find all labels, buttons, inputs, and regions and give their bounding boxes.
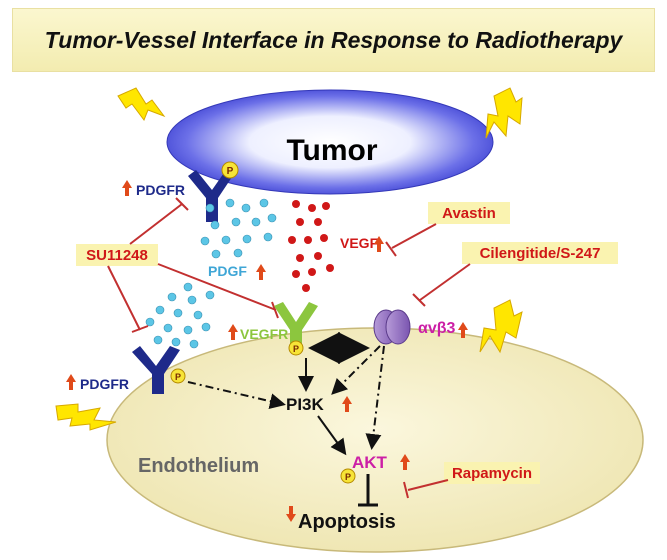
rapamycin-inhibitor: Rapamycin xyxy=(403,462,540,499)
pdgf-ligand-dots-top xyxy=(200,198,277,259)
vegfr-receptor xyxy=(274,302,318,348)
su11248-inhibitor: SU11248 xyxy=(76,197,279,333)
up-arrow-icon xyxy=(374,236,384,252)
up-arrow-icon xyxy=(342,396,352,412)
rapamycin-label: Rapamycin xyxy=(452,465,532,482)
apoptosis-label: Apoptosis xyxy=(298,511,396,533)
pdgf-ligand-dots-bottom xyxy=(145,282,215,349)
vegf-ligand-dots xyxy=(288,200,334,292)
down-arrow-icon xyxy=(286,506,296,522)
pdgfr-top-label: PDGFR xyxy=(136,182,185,198)
vegf-label: VEGF xyxy=(340,235,379,251)
integrin-to-pi3k-arrow xyxy=(331,345,381,395)
pi3k-to-akt-arrow xyxy=(317,415,347,456)
svg-text:P: P xyxy=(293,344,299,354)
phospho-p-icon: P xyxy=(340,468,356,484)
akt-label: AKT xyxy=(352,453,388,472)
avastin-inhibitor: Avastin xyxy=(385,202,510,257)
lightning-bolt-icon xyxy=(479,299,523,354)
pdgfr-receptor-bottom xyxy=(132,346,180,394)
pdgfr-to-pi3k-arrow xyxy=(187,381,286,410)
integrin-label: αvβ3 xyxy=(418,320,456,337)
up-arrow-icon xyxy=(458,322,468,338)
pdgf-label: PDGF xyxy=(208,263,247,279)
su11248-label: SU11248 xyxy=(86,247,148,264)
phospho-p-icon: P xyxy=(288,340,304,356)
integrin-avb3-receptor xyxy=(373,309,411,345)
vegfr-label: VEGFR xyxy=(240,326,288,342)
svg-text:P: P xyxy=(227,166,234,177)
tumor-cell xyxy=(166,89,494,195)
svg-text:P: P xyxy=(175,372,181,382)
pdgfr-bottom-label: PDGFR xyxy=(80,376,129,392)
cilengitide-label: Cilengitide/S-247 xyxy=(480,245,601,262)
up-arrow-icon xyxy=(400,454,410,470)
title-banner: Tumor-Vessel Interface in Response to Ra… xyxy=(12,8,655,72)
pdgfr-receptor-top xyxy=(188,170,234,222)
svg-text:P: P xyxy=(345,472,351,482)
avastin-label: Avastin xyxy=(442,205,496,222)
phospho-p-icon: P xyxy=(170,368,186,384)
lightning-bolt-icon xyxy=(485,87,523,139)
up-arrow-icon xyxy=(66,374,76,390)
diagram-title: Tumor-Vessel Interface in Response to Ra… xyxy=(44,26,623,53)
cilengitide-inhibitor: Cilengitide/S-247 xyxy=(412,242,618,307)
lightning-bolt-icon xyxy=(117,87,166,122)
up-arrow-icon xyxy=(122,180,132,196)
endothelium-label: Endothelium xyxy=(138,455,259,477)
pi3k-label: PI3K xyxy=(286,395,325,414)
lightning-bolt-icon xyxy=(55,403,117,431)
tumor-label: Tumor xyxy=(286,134,377,167)
up-arrow-icon xyxy=(228,324,238,340)
phospho-p-icon: P xyxy=(221,161,239,179)
up-arrow-icon xyxy=(256,264,266,280)
